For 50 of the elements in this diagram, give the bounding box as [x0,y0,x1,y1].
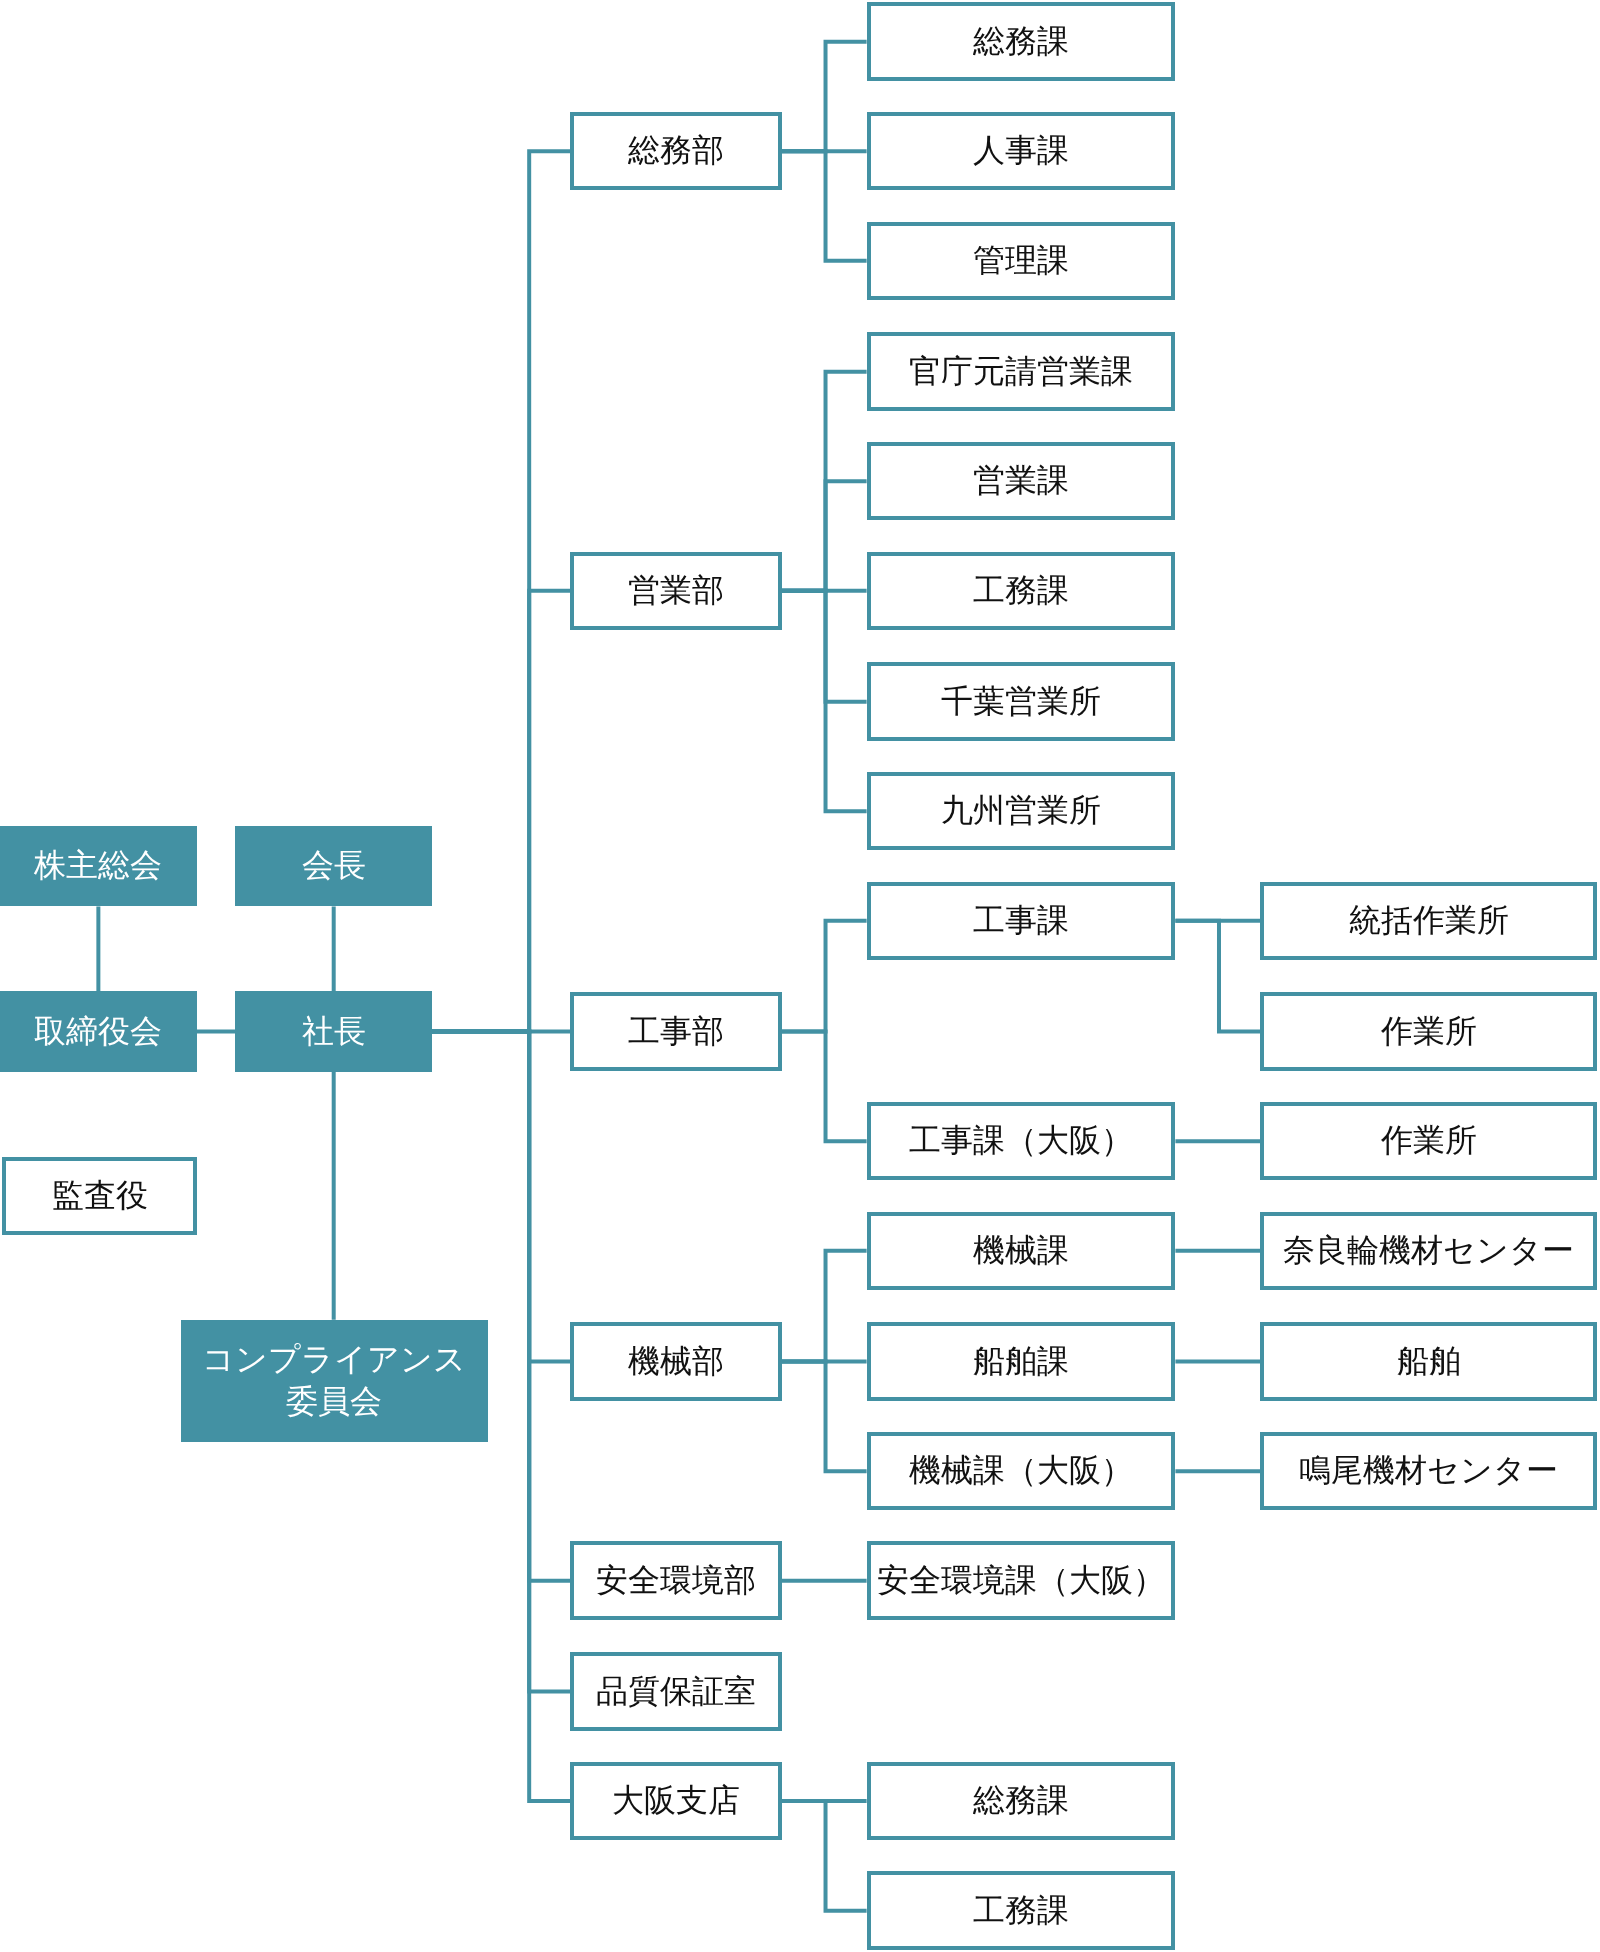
org-box: 総務課 [866,1761,1176,1841]
org-box: 工事部 [570,992,782,1071]
org-box: 統括作業所 [1260,881,1598,960]
org-box: 千葉営業所 [866,662,1176,741]
org-box: 工事課（大阪） [866,1101,1176,1181]
org-box: 工務課 [866,1871,1176,1950]
org-box: 船舶 [1260,1322,1598,1401]
filled-box: 会長 [235,825,433,907]
org-box: 品質保証室 [570,1652,782,1731]
connector-line [96,906,101,992]
org-box: 総務部 [570,112,782,191]
org-box: 工務課 [866,551,1176,631]
org-box: 管理課 [866,221,1176,301]
org-box: 安全環境課（大阪） [866,1541,1176,1620]
org-box: 工事課 [866,881,1176,960]
org-box: 官庁元請営業課 [866,332,1176,411]
connector-line [1175,1469,1261,1474]
connector-line [1175,918,1261,1034]
connector-line [1175,1139,1261,1144]
connector-line [331,906,336,992]
org-box: 営業部 [570,551,782,631]
connector-line [781,149,867,263]
org-box: 人事課 [866,112,1176,191]
org-box: 作業所 [1260,1101,1598,1181]
filled-box: 取締役会 [0,991,197,1073]
org-box: 作業所 [1260,992,1598,1071]
org-box: 総務課 [866,2,1176,81]
connector-line [781,1799,867,1913]
connector-line [196,1029,236,1034]
org-box: 機械課（大阪） [866,1431,1176,1511]
connector-line [1175,1248,1261,1253]
connector-line [781,588,867,814]
org-box: 安全環境部 [570,1541,782,1620]
org-box: 大阪支店 [570,1761,782,1841]
connector-line [781,1578,867,1583]
connector-line [781,1029,867,1144]
org-box: 鳴尾機材センター [1260,1431,1598,1511]
connector-line [1175,1359,1261,1364]
filled-box: コンプライアンス委員会 [180,1319,489,1442]
filled-box: 社長 [235,991,433,1073]
org-box: 船舶課 [866,1322,1176,1401]
org-box: 監査役 [2,1156,197,1236]
filled-box: 株主総会 [0,825,197,907]
connector-line [331,1072,336,1320]
org-box: 機械部 [570,1322,782,1401]
org-box: 奈良輪機材センター [1260,1211,1598,1290]
org-box: 九州営業所 [866,772,1176,851]
org-box: 機械課 [866,1211,1176,1290]
connector-line [781,1359,867,1474]
org-box: 営業課 [866,442,1176,521]
